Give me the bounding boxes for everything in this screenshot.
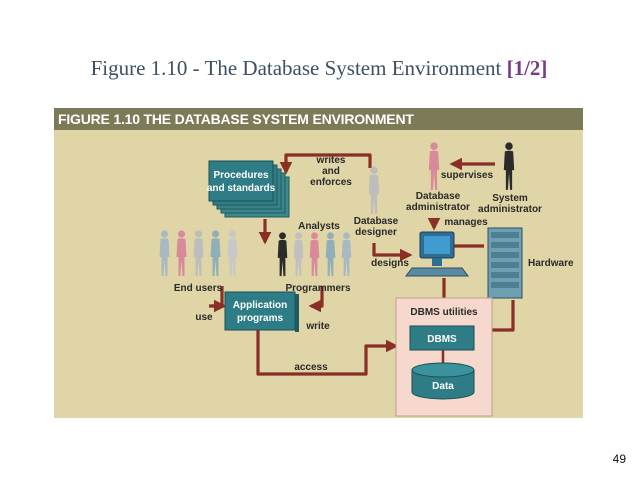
arrow-designs xyxy=(372,243,413,262)
application-label-2: programs xyxy=(237,313,284,324)
db-admin-label-1: Database xyxy=(416,191,461,202)
application-programs-box: Application programs xyxy=(224,291,299,332)
arrow-access xyxy=(256,330,399,376)
application-label-1: Application xyxy=(233,300,287,311)
procedures-label-2: and standards xyxy=(207,183,276,194)
access-label: access xyxy=(294,362,328,373)
slide-title-accent: [1/2] xyxy=(506,56,548,80)
manages-label: manages xyxy=(444,217,488,228)
programmers-group xyxy=(277,232,352,277)
end-users-group xyxy=(159,230,238,276)
write-label: write xyxy=(305,321,330,332)
procedures-stack: Procedures and standards xyxy=(207,160,290,218)
writes-label-1: writes xyxy=(316,155,346,166)
db-designer-label-2: designer xyxy=(355,227,397,238)
writes-label-3: enforces xyxy=(310,177,352,188)
db-admin-label-2: administrator xyxy=(406,202,470,213)
hardware-server-icon xyxy=(487,227,523,299)
system-admin-label-1: System xyxy=(492,193,528,204)
system-admin-label-2: administrator xyxy=(478,204,542,215)
dbms-utilities-label: DBMS utilities xyxy=(410,307,478,318)
analysts-label: Analysts xyxy=(298,221,340,232)
arrow-writes-enforces xyxy=(279,153,372,175)
hardware-label: Hardware xyxy=(528,258,574,269)
arrow-write xyxy=(308,286,324,313)
procedures-label-1: Procedures xyxy=(213,170,268,181)
figure-panel: FIGURE 1.10 THE DATABASE SYSTEM ENVIRONM… xyxy=(54,108,583,418)
figure-header-text: FIGURE 1.10 THE DATABASE SYSTEM ENVIRONM… xyxy=(58,111,414,127)
writes-label-2: and xyxy=(322,166,340,177)
page-number: 49 xyxy=(612,452,626,466)
system-administrator-figure xyxy=(503,142,515,190)
data-label: Data xyxy=(432,381,454,392)
dbms-utilities-panel: DBMS utilities DBMS Data xyxy=(395,297,493,417)
db-designer-label-1: Database xyxy=(354,216,399,227)
database-environment-diagram: Procedures and standards writes and enfo… xyxy=(159,142,574,417)
data-cylinder-icon xyxy=(411,362,475,400)
dbms-label: DBMS xyxy=(427,334,457,345)
computer-icon xyxy=(405,231,469,277)
end-users-label: End users xyxy=(174,283,223,294)
database-administrator-figure xyxy=(428,142,440,190)
use-label: use xyxy=(195,312,213,323)
database-designer-figure xyxy=(368,166,380,214)
figure-header: FIGURE 1.10 THE DATABASE SYSTEM ENVIRONM… xyxy=(54,108,583,130)
slide-title-text: Figure 1.10 - The Database System Enviro… xyxy=(90,56,502,80)
programmers-label: Programmers xyxy=(285,283,350,294)
designs-label: designs xyxy=(371,258,409,269)
supervises-label: supervises xyxy=(441,170,494,181)
slide-title: Figure 1.10 - The Database System Enviro… xyxy=(0,56,638,81)
